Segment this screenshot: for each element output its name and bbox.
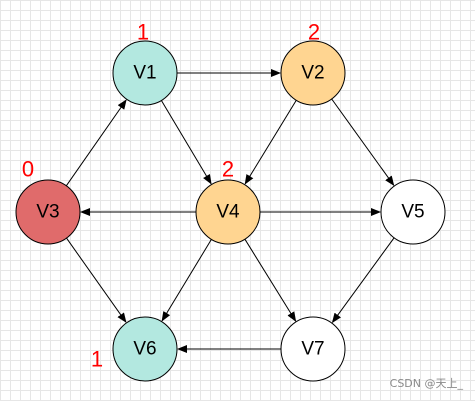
edge-v4-v6 (161, 239, 212, 322)
edge-v4-v7 (244, 238, 297, 322)
order-label-v4: 2 (222, 157, 234, 182)
order-label-v6: 1 (91, 347, 103, 372)
node-v5: V5 (380, 179, 446, 245)
node-circle (112, 40, 178, 106)
edge-v3-v1 (65, 99, 127, 187)
edge-v5-v7 (331, 237, 395, 324)
edge-v2-v4 (244, 100, 297, 185)
node-v4: V4 (195, 179, 261, 245)
edges-layer (65, 69, 395, 353)
node-label: V6 (133, 339, 156, 360)
node-v6: V6 (112, 316, 178, 382)
node-label: V5 (401, 202, 424, 223)
node-v7: V7 (280, 316, 346, 382)
node-v2: V2 (280, 40, 346, 106)
node-circle (380, 179, 446, 245)
node-label: V4 (216, 202, 240, 223)
node-circle (280, 40, 346, 106)
node-circle (280, 316, 346, 382)
edge-v1-v4 (160, 100, 212, 185)
edge-v3-v6 (66, 237, 127, 323)
node-v3: V3 (15, 179, 81, 245)
order-label-v2: 2 (308, 20, 320, 45)
node-label: V2 (301, 63, 324, 84)
order-labels-layer: 1 2 0 2 1 (22, 20, 320, 372)
edge-v2-v5 (331, 98, 395, 187)
order-label-v1: 1 (137, 20, 149, 45)
node-label: V1 (133, 63, 156, 84)
node-circle (195, 179, 261, 245)
order-label-v3: 0 (22, 157, 34, 182)
node-label: V7 (301, 339, 324, 360)
node-circle (15, 179, 81, 245)
watermark: CSDN @天上_ (389, 377, 463, 390)
node-circle (112, 316, 178, 382)
node-v1: V1 (112, 40, 178, 106)
node-label: V3 (36, 202, 59, 223)
